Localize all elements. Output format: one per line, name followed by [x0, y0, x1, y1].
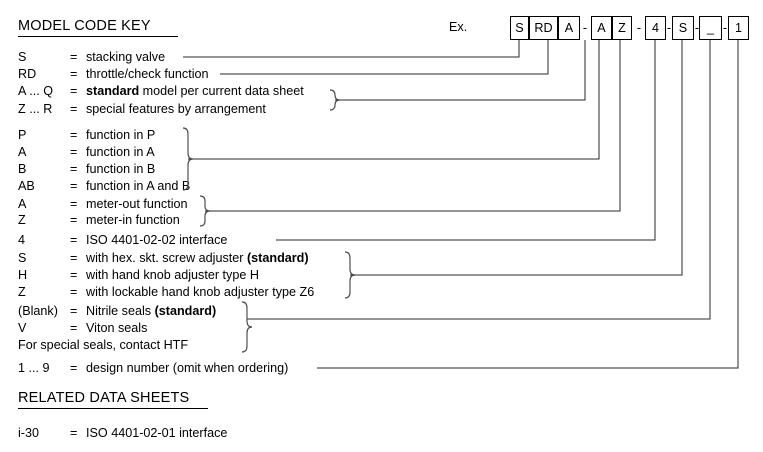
key-row-description: standard model per current data sheet [86, 84, 304, 98]
key-row-equals: = [70, 268, 78, 282]
key-row-equals: = [70, 213, 78, 227]
key-row-equals: = [70, 361, 78, 375]
key-row-emphasis: (standard) [154, 304, 217, 318]
key-row-equals: = [70, 50, 78, 64]
wire-iso-interface [276, 40, 656, 241]
key-row-equals: = [70, 67, 78, 81]
code-separator-2: - [636, 21, 642, 35]
code-separator-3: - [666, 21, 672, 35]
key-row-code: (Blank) [18, 304, 58, 318]
key-row-equals: = [70, 162, 78, 176]
code-box-6: 4 [645, 16, 666, 40]
key-row-code: A ... Q [18, 84, 53, 98]
key-row-code: P [18, 128, 27, 142]
wire-adjuster [350, 40, 683, 276]
key-row-equals: = [70, 179, 78, 193]
key-row-code: 1 ... 9 [18, 361, 50, 375]
key-row-description: with hand knob adjuster type H [86, 268, 259, 282]
key-row-description: with hex. skt. screw adjuster (standard) [86, 251, 309, 265]
key-row-equals: = [70, 197, 78, 211]
code-separator-5: - [722, 21, 728, 35]
code-separator-4: - [694, 21, 700, 35]
key-row-equals: = [70, 304, 78, 318]
key-row-code: Z [18, 213, 26, 227]
key-row-description: with lockable hand knob adjuster type Z6 [86, 285, 315, 299]
code-box-1: S [510, 16, 529, 40]
key-row-note: For special seals, contact HTF [18, 338, 189, 352]
key-row-code: A [18, 145, 27, 159]
page-title-model-code-key: MODEL CODE KEY [18, 18, 178, 37]
code-box-7: S [672, 16, 694, 40]
code-box-8: _ [699, 16, 722, 40]
code-box-3: A [558, 16, 580, 40]
key-row-description: function in P [86, 128, 156, 142]
section-title-related-data-sheets: RELATED DATA SHEETS [18, 390, 208, 409]
key-row-description: meter-in function [86, 213, 180, 227]
key-row-equals: = [70, 145, 78, 159]
key-row-equals: = [70, 321, 78, 335]
wire-design-number [317, 40, 739, 369]
code-box-4: A [591, 16, 612, 40]
key-row-emphasis: (standard) [246, 251, 309, 265]
key-row-code: Z [18, 285, 26, 299]
related-row-code: i-30 [18, 426, 39, 440]
key-row-equals: = [70, 233, 78, 247]
key-row-description: function in B [86, 162, 156, 176]
key-row-description: Viton seals [86, 321, 148, 335]
wire-meter-function [205, 40, 621, 212]
key-row-code: S [18, 251, 27, 265]
brace-meter-function [199, 195, 211, 227]
key-row-emphasis: standard [86, 84, 140, 98]
key-row-code: H [18, 268, 28, 282]
related-row-description: ISO 4401-02-01 interface [86, 426, 228, 440]
key-row-description: meter-out function [86, 197, 188, 211]
key-row-code: Z ... R [18, 102, 53, 116]
code-box-9: 1 [728, 16, 749, 40]
key-row-code: B [18, 162, 27, 176]
key-row-code: A [18, 197, 27, 211]
key-row-code: V [18, 321, 27, 335]
key-row-code: AB [18, 179, 35, 193]
key-row-description: Nitrile seals (standard) [86, 304, 217, 318]
key-row-description: throttle/check function [86, 67, 209, 81]
wire-standard-special [335, 40, 586, 101]
brace-seals [241, 301, 253, 353]
brace-adjuster [344, 251, 356, 299]
key-row-code: RD [18, 67, 37, 81]
key-row-equals: = [70, 285, 78, 299]
key-row-equals: = [70, 84, 78, 98]
key-row-equals: = [70, 102, 78, 116]
key-row-equals: = [70, 251, 78, 265]
wire-seals [247, 40, 711, 320]
wire-throttle-check [220, 40, 549, 75]
key-row-description: special features by arrangement [86, 102, 266, 116]
code-box-2: RD [529, 16, 558, 40]
key-row-description: design number (omit when ordering) [86, 361, 289, 375]
brace-standard-special [329, 89, 341, 111]
key-row-code: 4 [18, 233, 26, 247]
key-row-description: stacking valve [86, 50, 166, 64]
key-row-code: S [18, 50, 27, 64]
wire-stacking-valve [183, 40, 520, 58]
related-row-equals: = [70, 426, 78, 440]
example-label: Ex. [449, 20, 468, 34]
key-row-description: function in A and B [86, 179, 191, 193]
code-box-5: Z [612, 16, 632, 40]
key-row-description: function in A [86, 145, 155, 159]
key-row-equals: = [70, 128, 78, 142]
key-row-description: ISO 4401-02-02 interface [86, 233, 228, 247]
code-separator-1: - [582, 21, 588, 35]
